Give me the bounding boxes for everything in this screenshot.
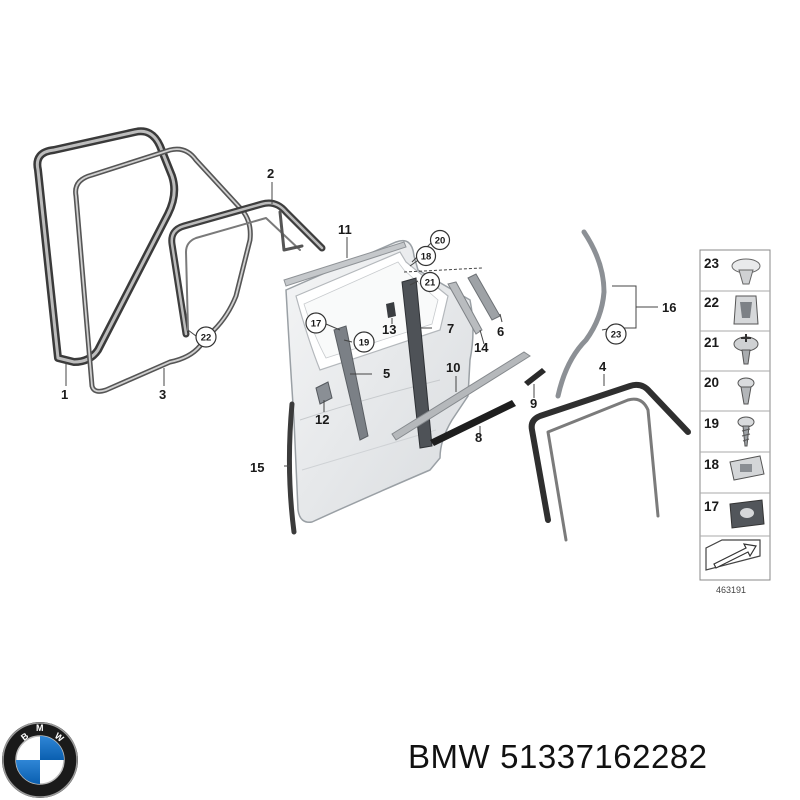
callout-21: 21 — [425, 278, 436, 289]
legend-item-21: 21 — [704, 335, 720, 350]
callout-3: 3 — [159, 387, 166, 402]
clip-part-9 — [524, 368, 546, 386]
callout-9: 9 — [530, 396, 537, 411]
svg-text:B: B — [19, 730, 31, 742]
legend-item-20: 20 — [704, 375, 719, 390]
legend-item-22: 22 — [704, 295, 719, 310]
callout-5: 5 — [383, 366, 390, 381]
clip-icon — [733, 295, 759, 325]
bmw-logo: B M W — [2, 722, 78, 798]
callout-2: 2 — [267, 166, 274, 181]
callout-13: 13 — [382, 322, 396, 337]
callout-16: 16 — [662, 300, 676, 315]
legend-item-23: 23 — [704, 256, 720, 271]
callout-8: 8 — [475, 430, 482, 445]
washer-screw-icon — [733, 334, 759, 365]
callout-15: 15 — [250, 460, 264, 475]
part-number: 51337162282 — [500, 738, 708, 775]
callout-22: 22 — [201, 333, 212, 344]
callout-labels: 1 2 3 4 5 6 7 8 9 10 11 12 13 14 15 16 — [61, 166, 676, 475]
fastener-legend: 23 22 21 20 19 18 17 — [699, 249, 771, 581]
legend-item-17: 17 — [704, 499, 719, 514]
seal-part-3 — [73, 146, 253, 394]
seal-part-2 — [168, 199, 326, 338]
brand-name: BMW — [408, 738, 491, 775]
door-panel — [285, 239, 474, 523]
assembly-arrow-icon — [705, 539, 761, 571]
push-rivet-icon — [731, 258, 761, 285]
diagram-reference-number: 463191 — [716, 585, 746, 595]
callout-18: 18 — [421, 252, 432, 263]
callout-6: 6 — [497, 324, 504, 339]
callout-20: 20 — [435, 236, 446, 247]
legend-item-19: 19 — [704, 416, 719, 431]
callout-10: 10 — [446, 360, 460, 375]
svg-text:M: M — [36, 723, 44, 733]
callout-14: 14 — [474, 340, 489, 355]
callout-4: 4 — [599, 359, 607, 374]
callout-7: 7 — [447, 321, 454, 336]
strip-part-8 — [430, 400, 516, 446]
callout-12: 12 — [315, 412, 329, 427]
strip-part-11 — [283, 241, 407, 287]
frame-part-4 — [528, 381, 691, 542]
strip-part-14 — [447, 281, 483, 335]
strip-part-10 — [391, 351, 531, 441]
seal-part-16 — [555, 229, 607, 399]
clip-nut-icon — [729, 455, 765, 481]
tapping-screw-icon — [737, 416, 755, 447]
callout-23: 23 — [611, 330, 622, 341]
callout-1: 1 — [61, 387, 68, 402]
callout-11: 11 — [338, 222, 352, 237]
legend-item-18: 18 — [704, 457, 720, 472]
expanding-nut-icon — [729, 499, 765, 529]
seal-part-15 — [286, 401, 297, 535]
circled-callouts: 20 18 21 17 19 22 23 — [195, 229, 627, 353]
callout-17: 17 — [311, 319, 322, 330]
screw-icon — [737, 377, 755, 405]
seal-part-1 — [33, 127, 179, 366]
callout-19: 19 — [359, 338, 370, 349]
